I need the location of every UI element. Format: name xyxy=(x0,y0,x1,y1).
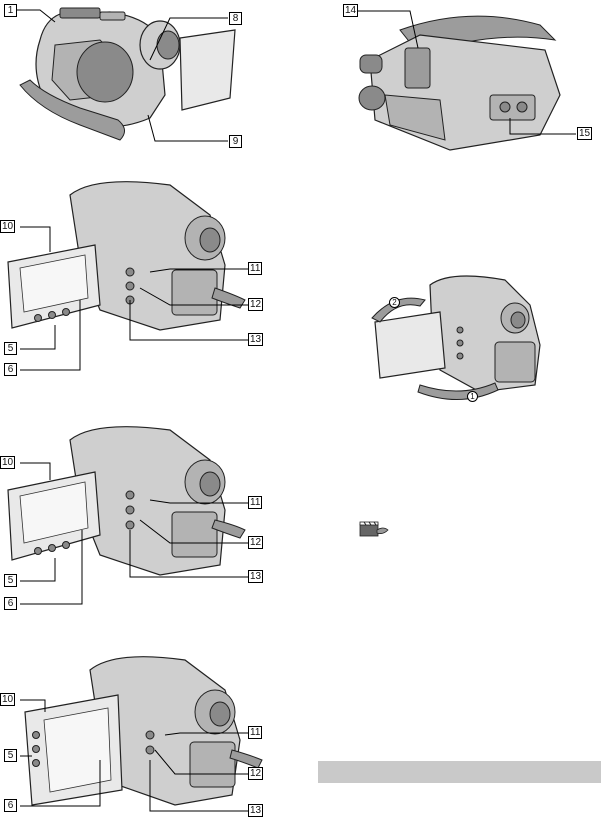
callout-11: 11 xyxy=(248,726,262,739)
callout-13: 13 xyxy=(248,804,263,817)
callout-6: 6 xyxy=(4,799,17,812)
callout-10: 10 xyxy=(0,693,15,706)
callout-12: 12 xyxy=(248,767,263,780)
section-heading-band xyxy=(318,761,601,783)
callout-5: 5 xyxy=(4,749,17,762)
